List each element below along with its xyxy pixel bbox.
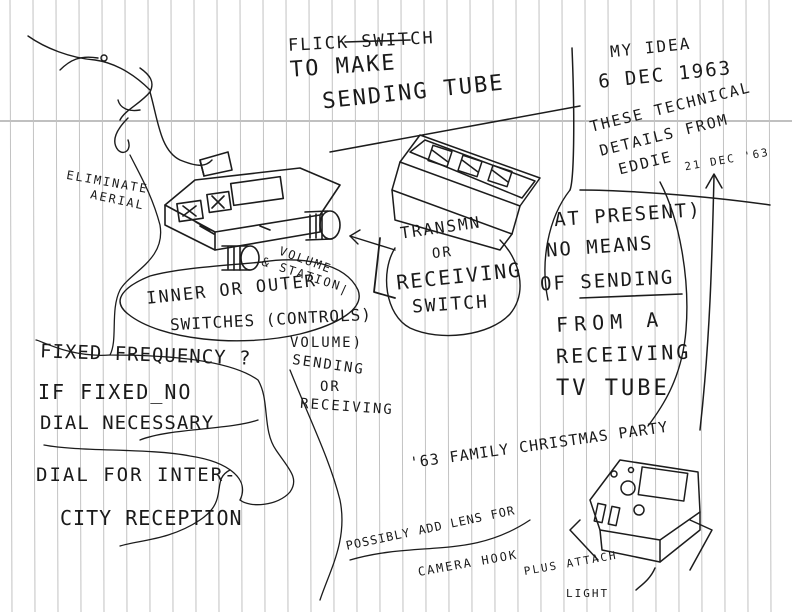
ruled-line-vertical: [331, 0, 335, 612]
ruled-line-vertical: [469, 0, 473, 612]
inner-line-5: OR: [320, 379, 341, 395]
ruled-line-vertical: [699, 0, 703, 612]
transmit-line-2: OR: [431, 243, 454, 263]
ruled-line-vertical: [722, 0, 726, 612]
fixed-line-2: IF FIXED_NO: [38, 380, 193, 404]
ruled-line-vertical: [423, 0, 427, 612]
present-line-6: TV TUBE: [556, 376, 670, 401]
ruled-line-vertical: [239, 0, 243, 612]
wander-line: [109, 154, 295, 506]
up-arrow: [699, 173, 723, 431]
ruled-line-vertical: [538, 0, 542, 612]
ruled-line-vertical: [515, 0, 519, 612]
present-of: OF: [539, 271, 581, 296]
present-line-4: FROM A: [555, 307, 665, 337]
ruled-line-vertical: [561, 0, 565, 612]
ruled-line-vertical: [492, 0, 496, 612]
camera-attachment-sketch: [569, 459, 713, 591]
pointer-arrow: [349, 229, 396, 251]
ruled-line-vertical: [124, 0, 128, 612]
inner-switch-loop: [119, 259, 360, 342]
ruled-line-vertical: [400, 0, 404, 612]
ruled-line-vertical: [101, 0, 105, 612]
present-line-5: RECEIVING: [555, 339, 692, 369]
dial-line-1: DIAL FOR INTER-: [36, 464, 238, 486]
ruled-line-vertical: [607, 0, 611, 612]
dial-line-2: CITY RECEPTION: [60, 506, 243, 530]
handheld-tv-device-sketch: [164, 151, 341, 271]
ruled-line-vertical: [630, 0, 634, 612]
ruled-line-vertical: [308, 0, 312, 612]
ruled-line-vertical: [768, 0, 772, 612]
lens-line-4: LIGHT: [566, 587, 610, 600]
ruled-line-vertical: [676, 0, 680, 612]
title-switch-word: SWITCH: [360, 28, 436, 52]
ruled-line-vertical: [170, 0, 174, 612]
ruled-line-vertical: [9, 0, 13, 612]
ruled-line-vertical: [377, 0, 381, 612]
inner-line-3: VOLUME): [290, 335, 364, 351]
ruled-line-vertical: [285, 0, 289, 612]
ruled-line-vertical: [193, 0, 197, 612]
ruled-line-vertical: [262, 0, 266, 612]
title-prefix: FLICK: [287, 32, 362, 56]
ruled-line-vertical: [745, 0, 749, 612]
ruled-line-vertical: [32, 0, 36, 612]
ruled-line-vertical: [446, 0, 450, 612]
aerial-antenna-sketch: [27, 35, 213, 166]
ruled-line-vertical: [216, 0, 220, 612]
tv-screen-with-switches-sketch: [391, 134, 541, 251]
ruled-line-vertical: [653, 0, 657, 612]
ruled-line-vertical: [584, 0, 588, 612]
present-note-bracket: [544, 181, 688, 427]
ruled-line-vertical: [55, 0, 59, 612]
ruled-line-vertical: [147, 0, 151, 612]
volume-line-3: /: [340, 283, 350, 297]
idea-box-lines: [329, 47, 771, 206]
ruled-line-vertical: [78, 0, 82, 612]
transmit-switch-loop: [385, 239, 521, 337]
fixed-line-3: DIAL NECESSARY: [40, 412, 215, 434]
